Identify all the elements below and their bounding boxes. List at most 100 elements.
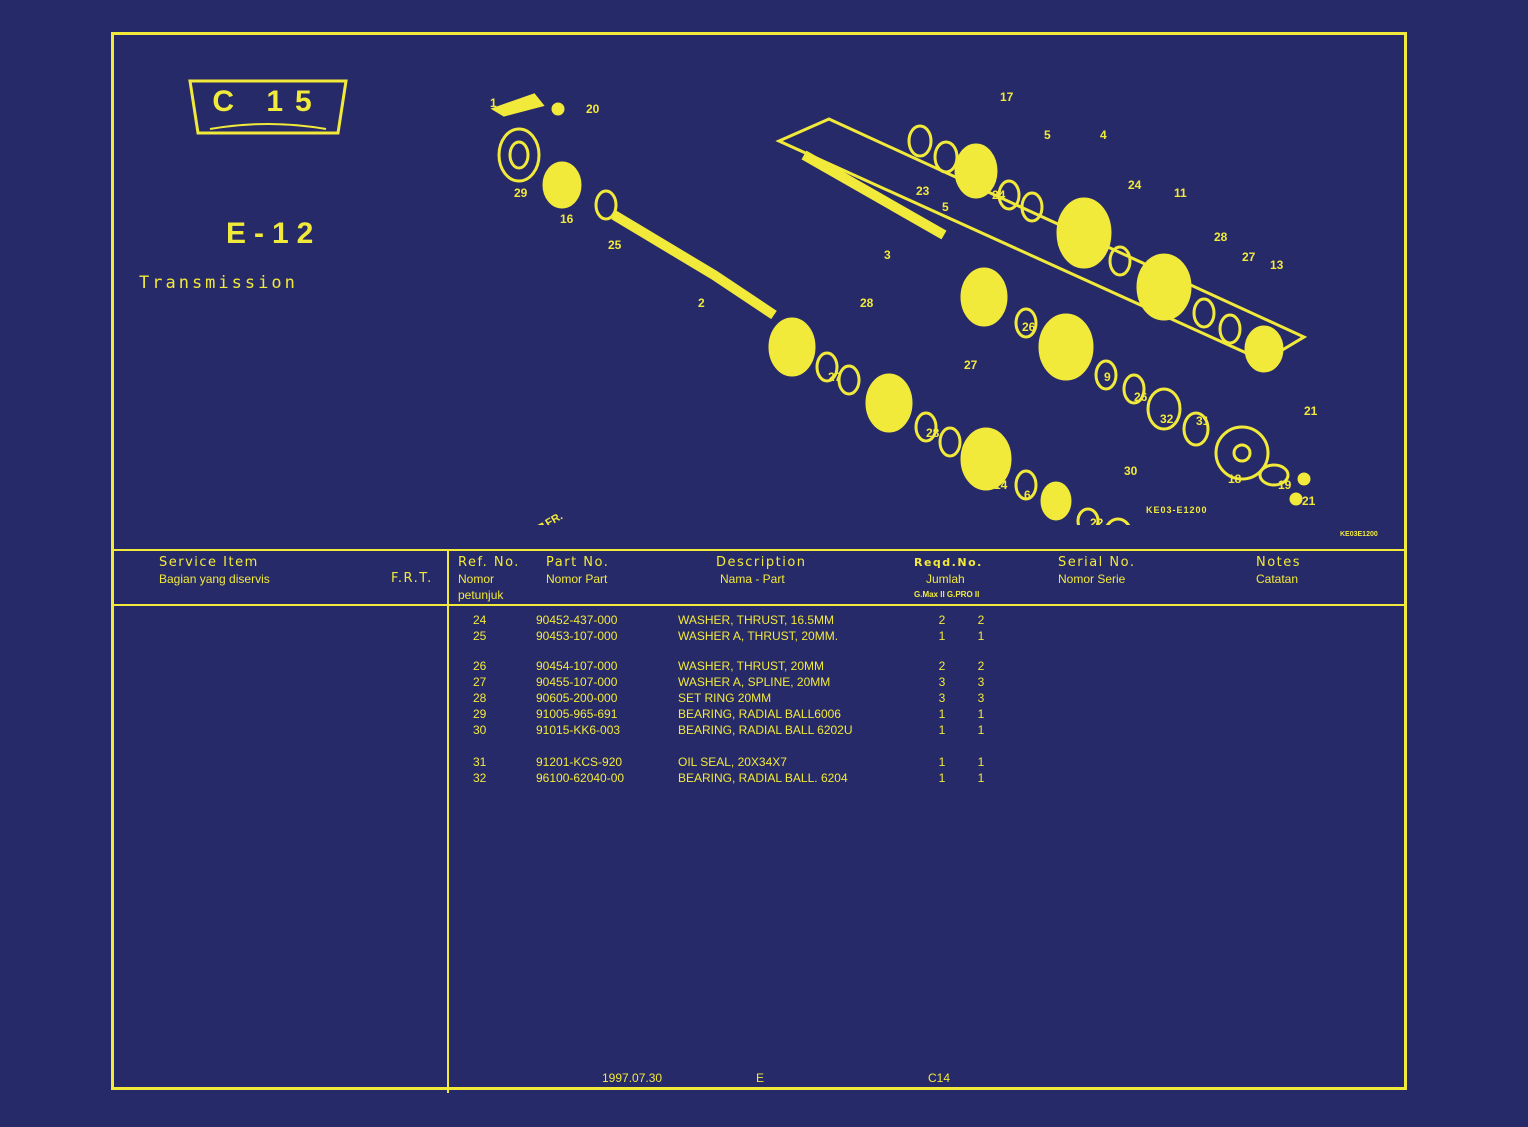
footer-code: E	[756, 1071, 765, 1085]
diagram-callout: 26	[1022, 320, 1036, 334]
diagram-callout: 3	[884, 248, 891, 262]
qty-gmax-cell: 3	[938, 675, 946, 689]
diagram-callout: 27	[964, 358, 978, 372]
header-ref-no: Ref. No. Nomor petunjuk	[458, 555, 520, 602]
ref-no-cell: 24	[473, 613, 487, 627]
diagram-callout: 23	[916, 184, 930, 198]
diagram-callout: 32	[1160, 412, 1174, 426]
header-service-item: Service Item Bagian yang diservis	[159, 555, 270, 586]
qty-gmax-cell: 2	[938, 659, 946, 673]
qty-gpro-cell: 3	[977, 691, 985, 705]
diagram-code: KE03-E1200	[1146, 505, 1208, 515]
description-cell: WASHER, THRUST, 16.5MM	[678, 613, 835, 627]
qty-gpro-cell: 1	[977, 771, 985, 785]
diagram-callout: 14	[994, 478, 1008, 492]
diagram-callout: 28	[1214, 230, 1228, 244]
description-cell: OIL SEAL, 20X34X7	[678, 755, 787, 769]
diagram-callout: 29	[514, 186, 528, 200]
footer-date: 1997.07.30	[602, 1071, 663, 1085]
ref-no-cell: 29	[473, 707, 487, 721]
qty-gmax-cell: 1	[938, 771, 946, 785]
qty-gmax-cell: 1	[938, 755, 946, 769]
diagram-callout: 4	[1100, 128, 1107, 142]
diagram-callout: 21	[1302, 494, 1316, 508]
ref-no-cell: 30	[473, 723, 487, 737]
description-cell: WASHER A, THRUST, 20MM.	[678, 629, 839, 643]
part-no-cell: 91201-KCS-920	[536, 755, 623, 769]
diagram-callout: 21	[1304, 404, 1318, 418]
table-top-rule	[114, 549, 1404, 551]
ref-no-cell: 25	[473, 629, 487, 643]
diagram-callout: 24	[992, 188, 1006, 202]
description-cell: BEARING, RADIAL BALL. 6204	[678, 771, 848, 785]
diagram-callout: 27	[1242, 250, 1256, 264]
qty-gpro-cell: 3	[977, 675, 985, 689]
qty-gmax-cell: 1	[938, 707, 946, 721]
diagram-callout: 26	[1134, 390, 1148, 404]
description-cell: BEARING, RADIAL BALL6006	[678, 707, 841, 721]
diagram-callout: 1	[490, 96, 497, 110]
description-cell: SET RING 20MM	[678, 691, 772, 705]
header-part-no: Part No. Nomor Part	[546, 555, 610, 586]
diagram-callout: 17	[1000, 90, 1014, 104]
ref-no-cell: 28	[473, 691, 487, 705]
qty-gpro-cell: 1	[977, 707, 985, 721]
description-cell: WASHER A, SPLINE, 20MM	[678, 675, 831, 689]
shaft-assembly-outline	[775, 117, 1308, 363]
qty-gpro-cell: 1	[977, 723, 985, 737]
badge-frame	[188, 79, 348, 135]
table-column-divider	[447, 549, 449, 1093]
part-no-cell: 91005-965-691	[536, 707, 618, 721]
diagram-callout: 5	[942, 200, 949, 214]
header-serial-no: Serial No. Nomor Serie	[1058, 555, 1136, 586]
part-no-cell: 90455-107-000	[536, 675, 618, 689]
part-no-cell: 90605-200-000	[536, 691, 618, 705]
diagram-callout: 22	[1090, 516, 1104, 525]
part-no-cell: 90453-107-000	[536, 629, 618, 643]
diagram-callout: 8	[1068, 362, 1075, 376]
ref-no-cell: 31	[473, 755, 487, 769]
qty-gmax-cell: 2	[938, 613, 946, 627]
section-name: Transmission	[139, 273, 298, 293]
part-no-cell: 90452-437-000	[536, 613, 618, 627]
diagram-callout: 5	[1044, 128, 1051, 142]
qty-gpro-cell: 2	[977, 613, 985, 627]
header-notes: Notes Catatan	[1256, 555, 1302, 586]
parts-catalog-sheet: C 15 E-12 Transmission	[111, 32, 1407, 1093]
diagram-callout: 2	[698, 296, 705, 310]
description-cell: BEARING, RADIAL BALL 6202U	[678, 723, 853, 737]
part-no-cell: 90454-107-000	[536, 659, 618, 673]
diagram-callout: 13	[1270, 258, 1284, 272]
qty-gmax-cell: 3	[938, 691, 946, 705]
diagram-callout: 19	[1278, 478, 1292, 492]
footer-page: C14	[928, 1071, 951, 1085]
diagram-callout: 30	[1124, 464, 1138, 478]
qty-gpro-cell: 1	[977, 629, 985, 643]
diagram-callout: 25	[608, 238, 622, 252]
diagram-callout: 24	[1128, 178, 1142, 192]
ref-no-cell: 26	[473, 659, 487, 673]
header-description: Description Nama - Part	[716, 555, 807, 586]
ref-no-cell: 27	[473, 675, 487, 689]
qty-gmax-cell: 1	[938, 723, 946, 737]
diagram-code-small: KE03E1200	[1340, 531, 1378, 538]
diagram-callout: 28	[860, 296, 874, 310]
diagram-callout: 16	[560, 212, 574, 226]
diagram-callout: 9	[1104, 370, 1111, 384]
diagram-callout: 6	[1024, 488, 1031, 502]
diagram-callout: 10	[786, 354, 800, 368]
diagram-callout: 31	[1196, 414, 1210, 428]
part-no-cell: 96100-62040-00	[536, 771, 625, 785]
description-cell: WASHER, THRUST, 20MM	[678, 659, 825, 673]
qty-gpro-cell: 1	[977, 755, 985, 769]
header-frt: F.R.T.	[391, 571, 433, 586]
badge-text: C 15	[212, 85, 324, 118]
table-header-rule	[114, 604, 1404, 606]
diagram-callout: 27	[828, 370, 842, 384]
diagram-callout: 7	[1060, 506, 1067, 520]
header-reqd-no: Reqd.No. Jumlah G.Max II G.PRO II	[914, 556, 983, 599]
section-badge: C 15	[188, 79, 348, 137]
front-arrow-label: FR.	[544, 510, 565, 525]
qty-gmax-cell: 1	[938, 629, 946, 643]
